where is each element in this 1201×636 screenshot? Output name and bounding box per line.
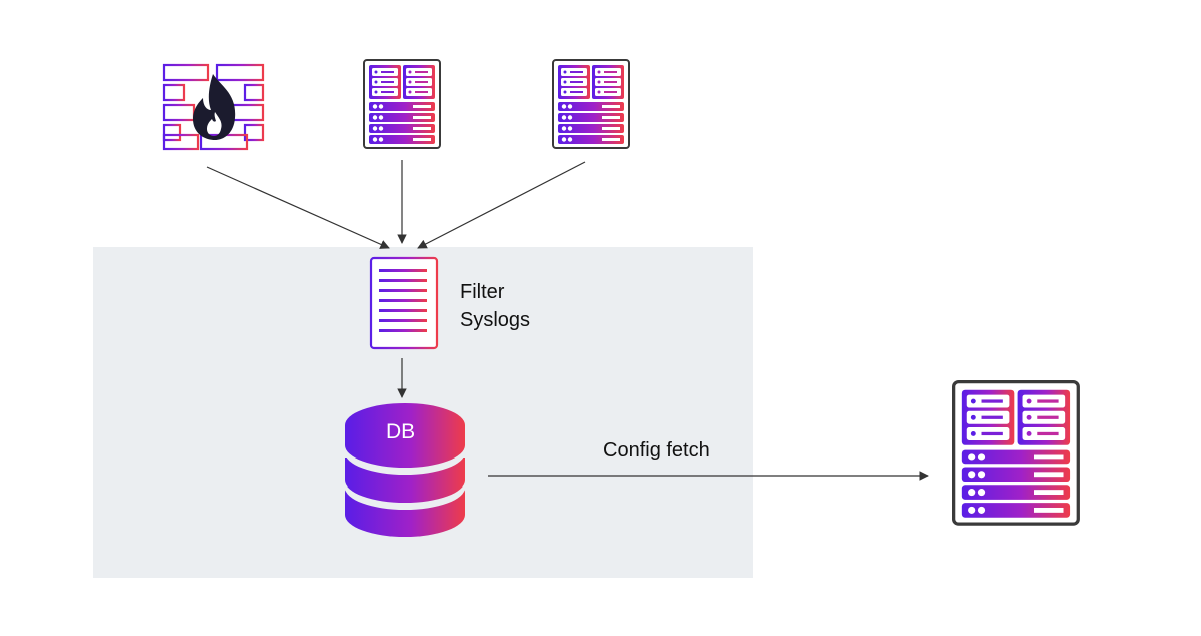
arrow-server2-to-filter — [417, 161, 586, 249]
filter-label-line2: Syslogs — [460, 309, 531, 331]
arrow-firewall-to-filter — [206, 166, 390, 249]
db-label: DB — [386, 420, 416, 443]
filter-label-line1: Filter — [460, 281, 505, 303]
config-fetch-label: Config fetch — [603, 439, 710, 461]
server-icon — [952, 379, 1080, 526]
server-icon — [552, 59, 630, 149]
database-icon — [345, 403, 465, 537]
document-icon — [369, 256, 439, 350]
server-icon — [363, 59, 441, 149]
firewall-icon — [162, 63, 265, 151]
